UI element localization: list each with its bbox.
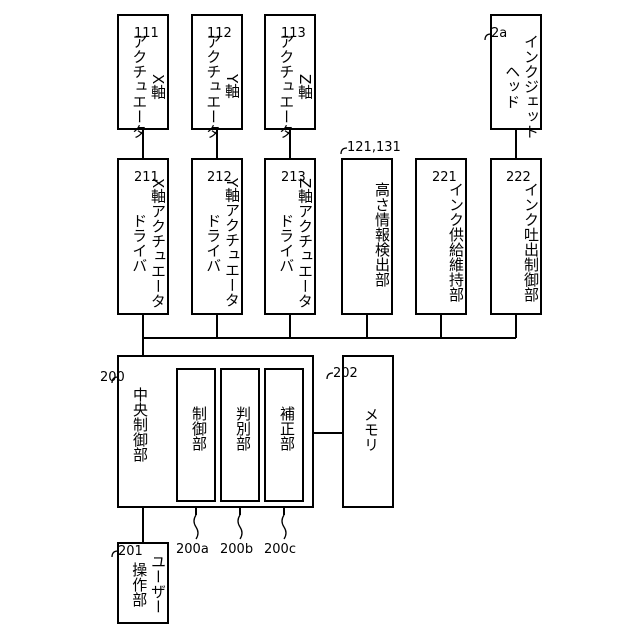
control-unit-label: 制御部 — [186, 406, 208, 451]
ref-200b: 200b — [220, 542, 253, 557]
z-driver-label: Z軸アクチュエータドライバ — [270, 178, 314, 308]
wave-200a — [194, 515, 198, 539]
user-operation-label: ユーザー操作部 — [123, 554, 167, 614]
ref-211: 211 — [134, 170, 159, 185]
ref-111: 111 — [134, 26, 159, 41]
judgment-unit-block: 判別部 — [220, 368, 260, 502]
height-detector-label: 高さ情報検出部 — [347, 182, 391, 287]
x-driver-label: X軸アクチュエータドライバ — [123, 178, 167, 308]
ref-200a: 200a — [176, 542, 209, 557]
ref-121-131: 121,131 — [347, 140, 401, 155]
memory-label: メモリ — [358, 407, 380, 452]
wave-200c — [282, 515, 286, 539]
ref-212: 212 — [207, 170, 232, 185]
ref-221: 221 — [432, 170, 457, 185]
ref-113: 113 — [281, 26, 306, 41]
height-detector-block: 高さ情報検出部 — [341, 158, 393, 315]
z-actuator-label: Z軸アクチュエータ — [270, 34, 314, 139]
correction-unit-block: 補正部 — [264, 368, 304, 502]
x-actuator-label: X軸アクチュエータ — [123, 34, 167, 139]
wave-200b — [238, 515, 242, 539]
ref-202: 202 — [333, 366, 358, 381]
central-control-label: 中央制御部 — [127, 387, 149, 462]
inkjet-head-label: インクジェットヘッド — [496, 34, 540, 139]
ref-2a: 2a — [491, 26, 507, 41]
ref-200: 200 — [100, 370, 125, 385]
judgment-unit-label: 判別部 — [230, 406, 252, 451]
ref-112: 112 — [207, 26, 232, 41]
ref-222: 222 — [506, 170, 531, 185]
ink-supply-label: インク供給維持部 — [421, 182, 465, 302]
ref-201: 201 — [118, 544, 143, 559]
ref-213: 213 — [281, 170, 306, 185]
correction-unit-label: 補正部 — [274, 406, 296, 451]
control-unit-block: 制御部 — [176, 368, 216, 502]
y-driver-label: Y軸アクチュエータドライバ — [197, 178, 241, 307]
ink-ejection-label: インク吐出制御部 — [496, 182, 540, 302]
ref-200c: 200c — [264, 542, 296, 557]
y-actuator-label: Y軸アクチュエータ — [197, 34, 241, 139]
